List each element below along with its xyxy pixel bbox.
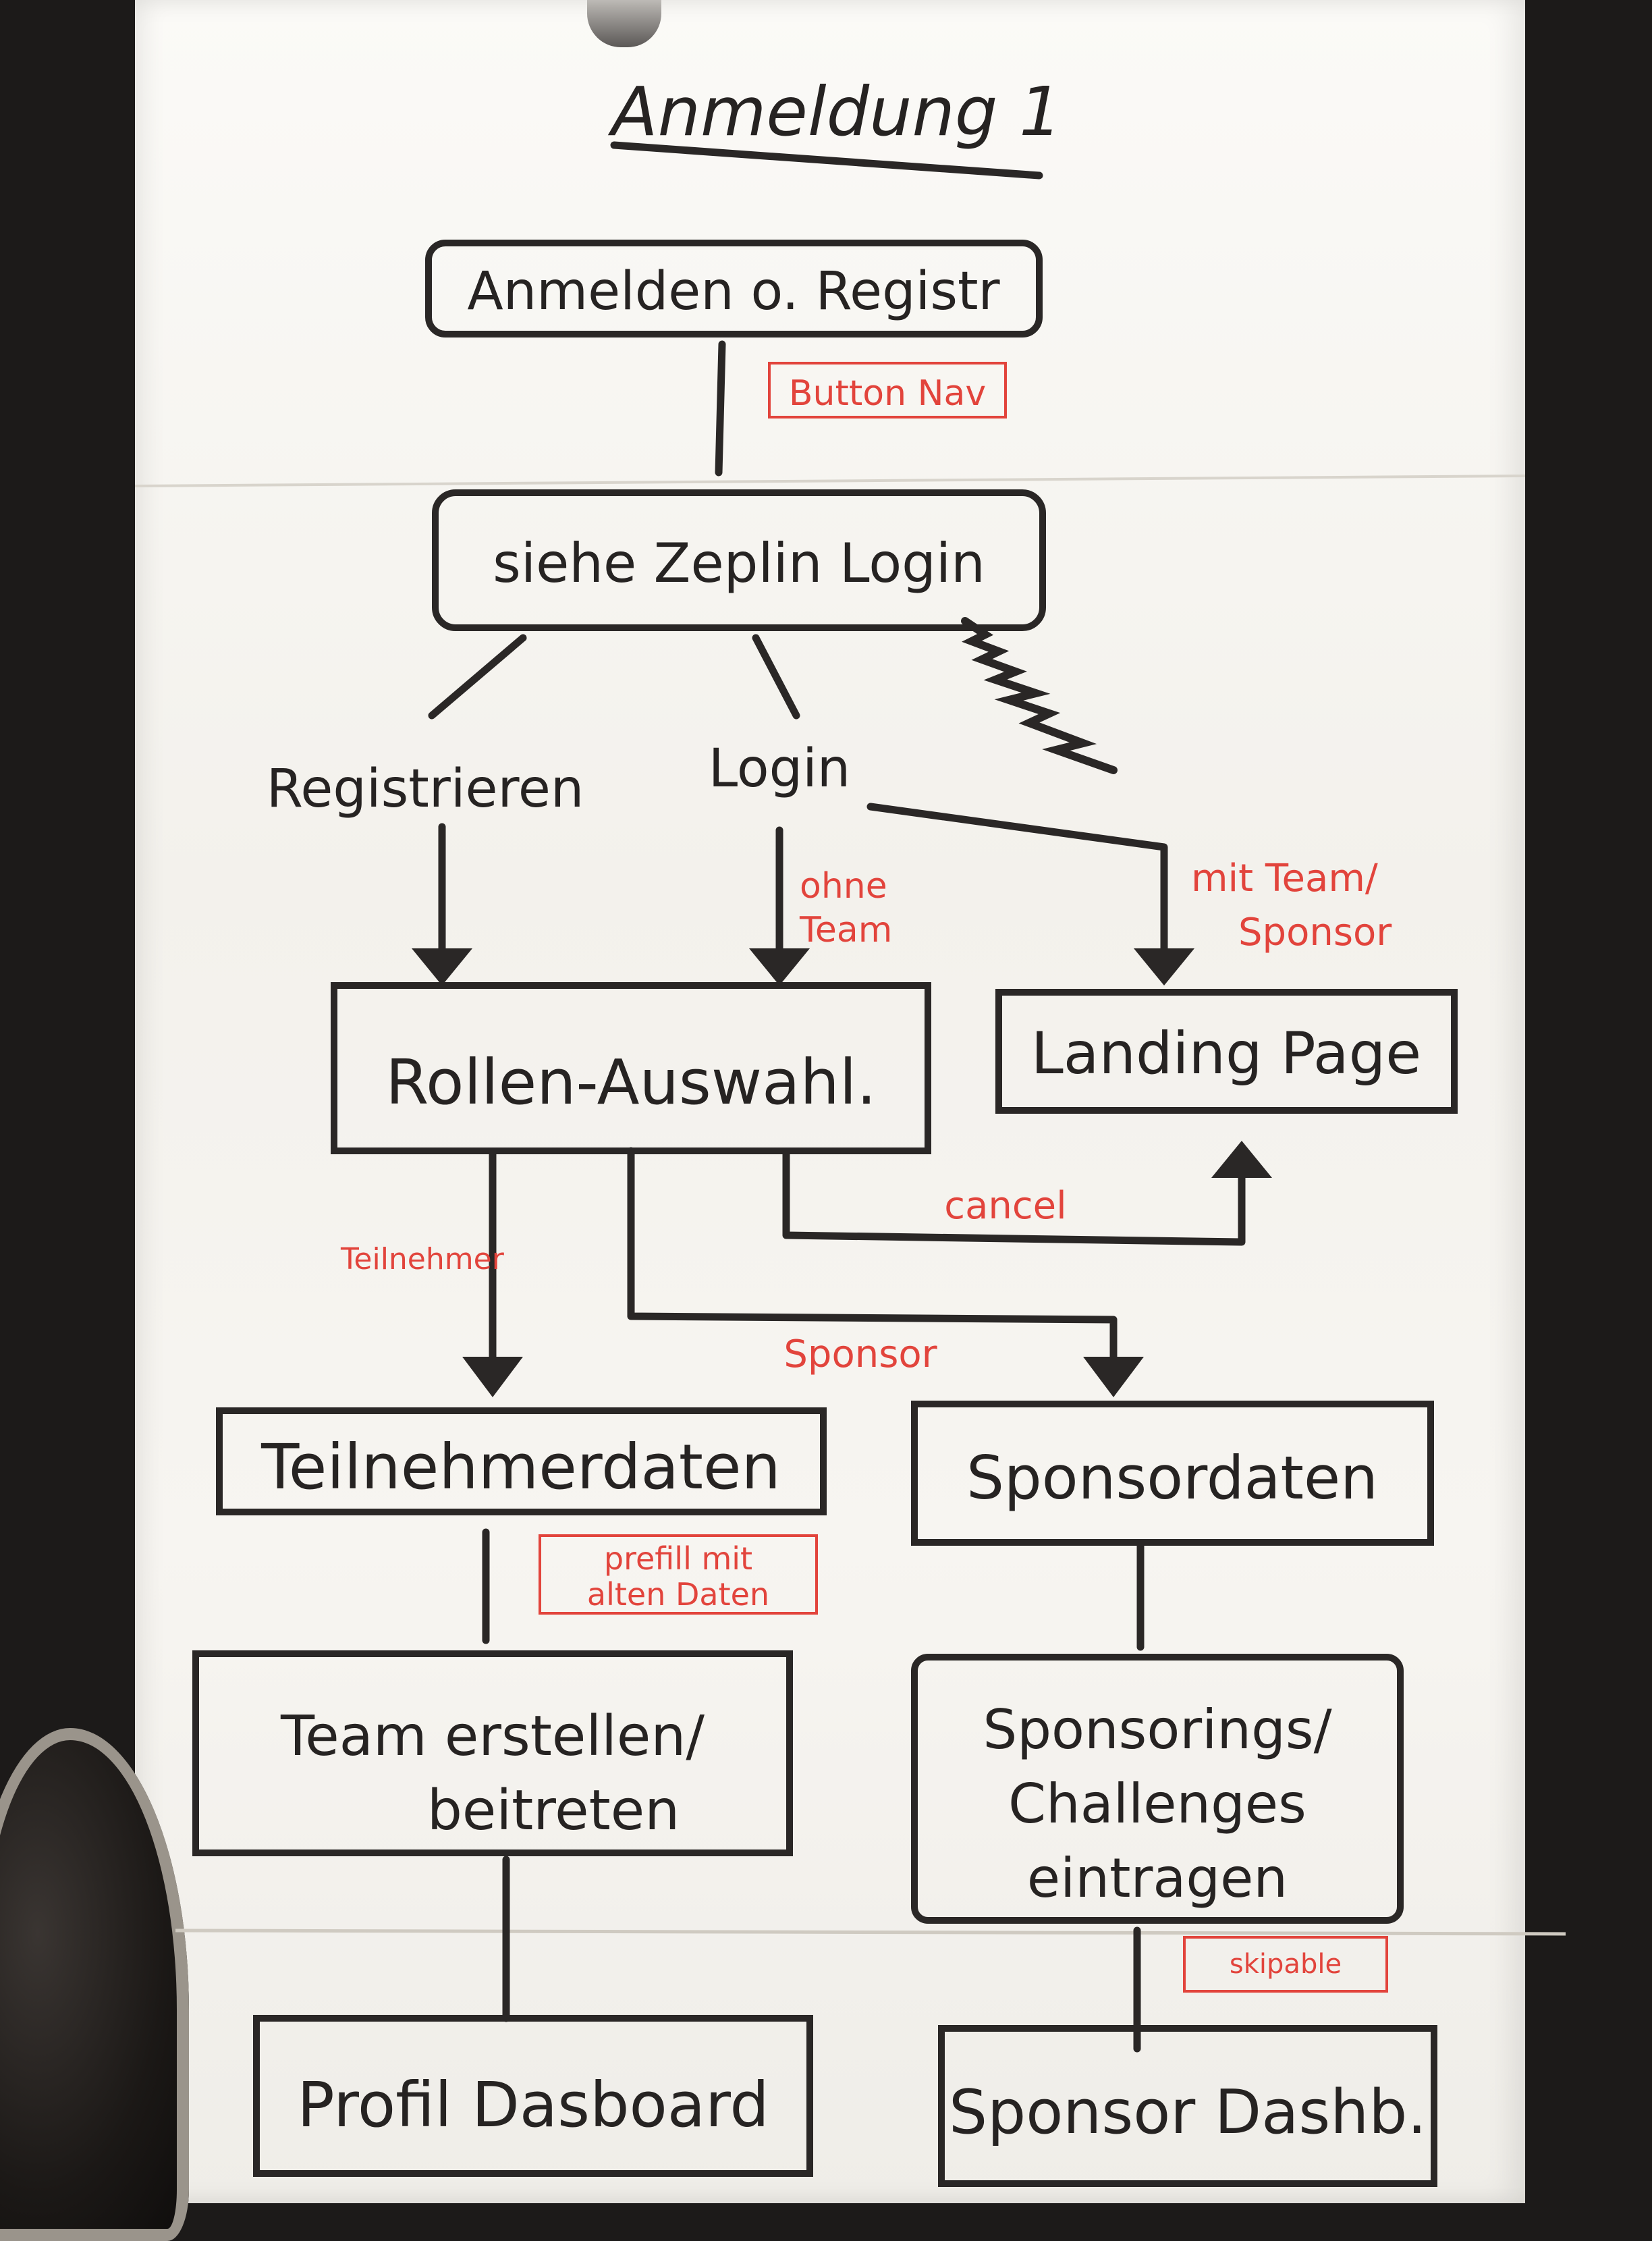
- node-team-line2: beitreten: [427, 1779, 680, 1843]
- node-profil: [253, 2015, 813, 2177]
- annotation-skipable: skipable: [1230, 1949, 1342, 1980]
- node-profil-label: Profil Dasboard: [297, 2069, 769, 2141]
- paper-seam: [175, 1928, 1566, 1936]
- node-anmelden: [425, 240, 1043, 338]
- diagram-title: Anmeldung 1: [607, 72, 1062, 151]
- node-teilnehmerdaten: [216, 1407, 827, 1515]
- paper-seam: [134, 475, 1526, 487]
- arrowhead: [1134, 948, 1194, 986]
- annotation-button-nav: Button Nav: [789, 373, 986, 414]
- title-underline: [610, 141, 1043, 180]
- node-anmelden-label: Anmelden o. Registr: [467, 261, 1000, 322]
- scribble-mark: [961, 617, 1118, 774]
- edge-zeplin-registrieren: [428, 634, 527, 720]
- node-team-line1: Team erstellen/: [280, 1704, 705, 1769]
- marker-cap: [587, 0, 661, 47]
- annotation-ohne-team-line1: ohne: [800, 866, 887, 907]
- node-sponsorings-line3: eintragen: [1027, 1847, 1288, 1910]
- node-landing: [995, 989, 1458, 1114]
- node-sponsorings-line1: Sponsorings/: [983, 1698, 1331, 1761]
- node-sponsordaten: [911, 1401, 1434, 1546]
- annotation-button-nav-box: [768, 362, 1007, 418]
- node-registrieren-label: Registrieren: [267, 759, 584, 819]
- arrowhead: [462, 1357, 523, 1397]
- edge-anmelden-zeplin: [715, 340, 726, 477]
- node-teilnehmerdaten-label: Teilnehmerdaten: [260, 1431, 781, 1503]
- annotation-skipable-box: [1183, 1936, 1388, 1993]
- annotation-cancel: cancel: [944, 1184, 1066, 1228]
- arrowhead: [412, 948, 472, 986]
- annotation-prefill-line1: prefill mit: [604, 1540, 752, 1577]
- edge-rollen-landing-cancel: [782, 1150, 1246, 1246]
- arrowhead: [1211, 1141, 1272, 1178]
- annotation-ohne-team-line2: Team: [799, 910, 892, 950]
- annotation-teilnehmer: Teilnehmer: [340, 1242, 505, 1276]
- edge-zeplin-login: [752, 634, 800, 720]
- node-zeplin-label: siehe Zeplin Login: [493, 532, 985, 595]
- node-sponsor-dash: [938, 2025, 1437, 2187]
- annotation-mit-team-line1: mit Team/: [1191, 857, 1378, 900]
- node-sponsorings-line2: Challenges: [1008, 1773, 1306, 1835]
- node-rollen-label: Rollen-Auswahl.: [385, 1046, 876, 1118]
- node-sponsorings: [911, 1654, 1404, 1924]
- node-login-label: Login: [709, 738, 850, 799]
- node-sponsor-dash-label: Sponsor Dashb.: [949, 2077, 1427, 2148]
- paper-sheet: [135, 0, 1525, 2203]
- node-landing-label: Landing Page: [1031, 1020, 1421, 1087]
- arrowhead: [749, 948, 810, 986]
- annotation-mit-team-line2: Sponsor: [1238, 911, 1392, 954]
- annotation-prefill-box: [539, 1534, 818, 1615]
- annotation-sponsor: Sponsor: [783, 1332, 937, 1376]
- edge-login-landing: [866, 803, 1168, 963]
- node-zeplin: [432, 489, 1046, 631]
- annotation-prefill-line2: alten Daten: [587, 1576, 769, 1613]
- arrowhead: [1083, 1357, 1144, 1397]
- edge-rollen-sponsordaten: [627, 1147, 1118, 1361]
- node-team: [192, 1650, 793, 1856]
- node-sponsordaten-label: Sponsordaten: [966, 1443, 1378, 1513]
